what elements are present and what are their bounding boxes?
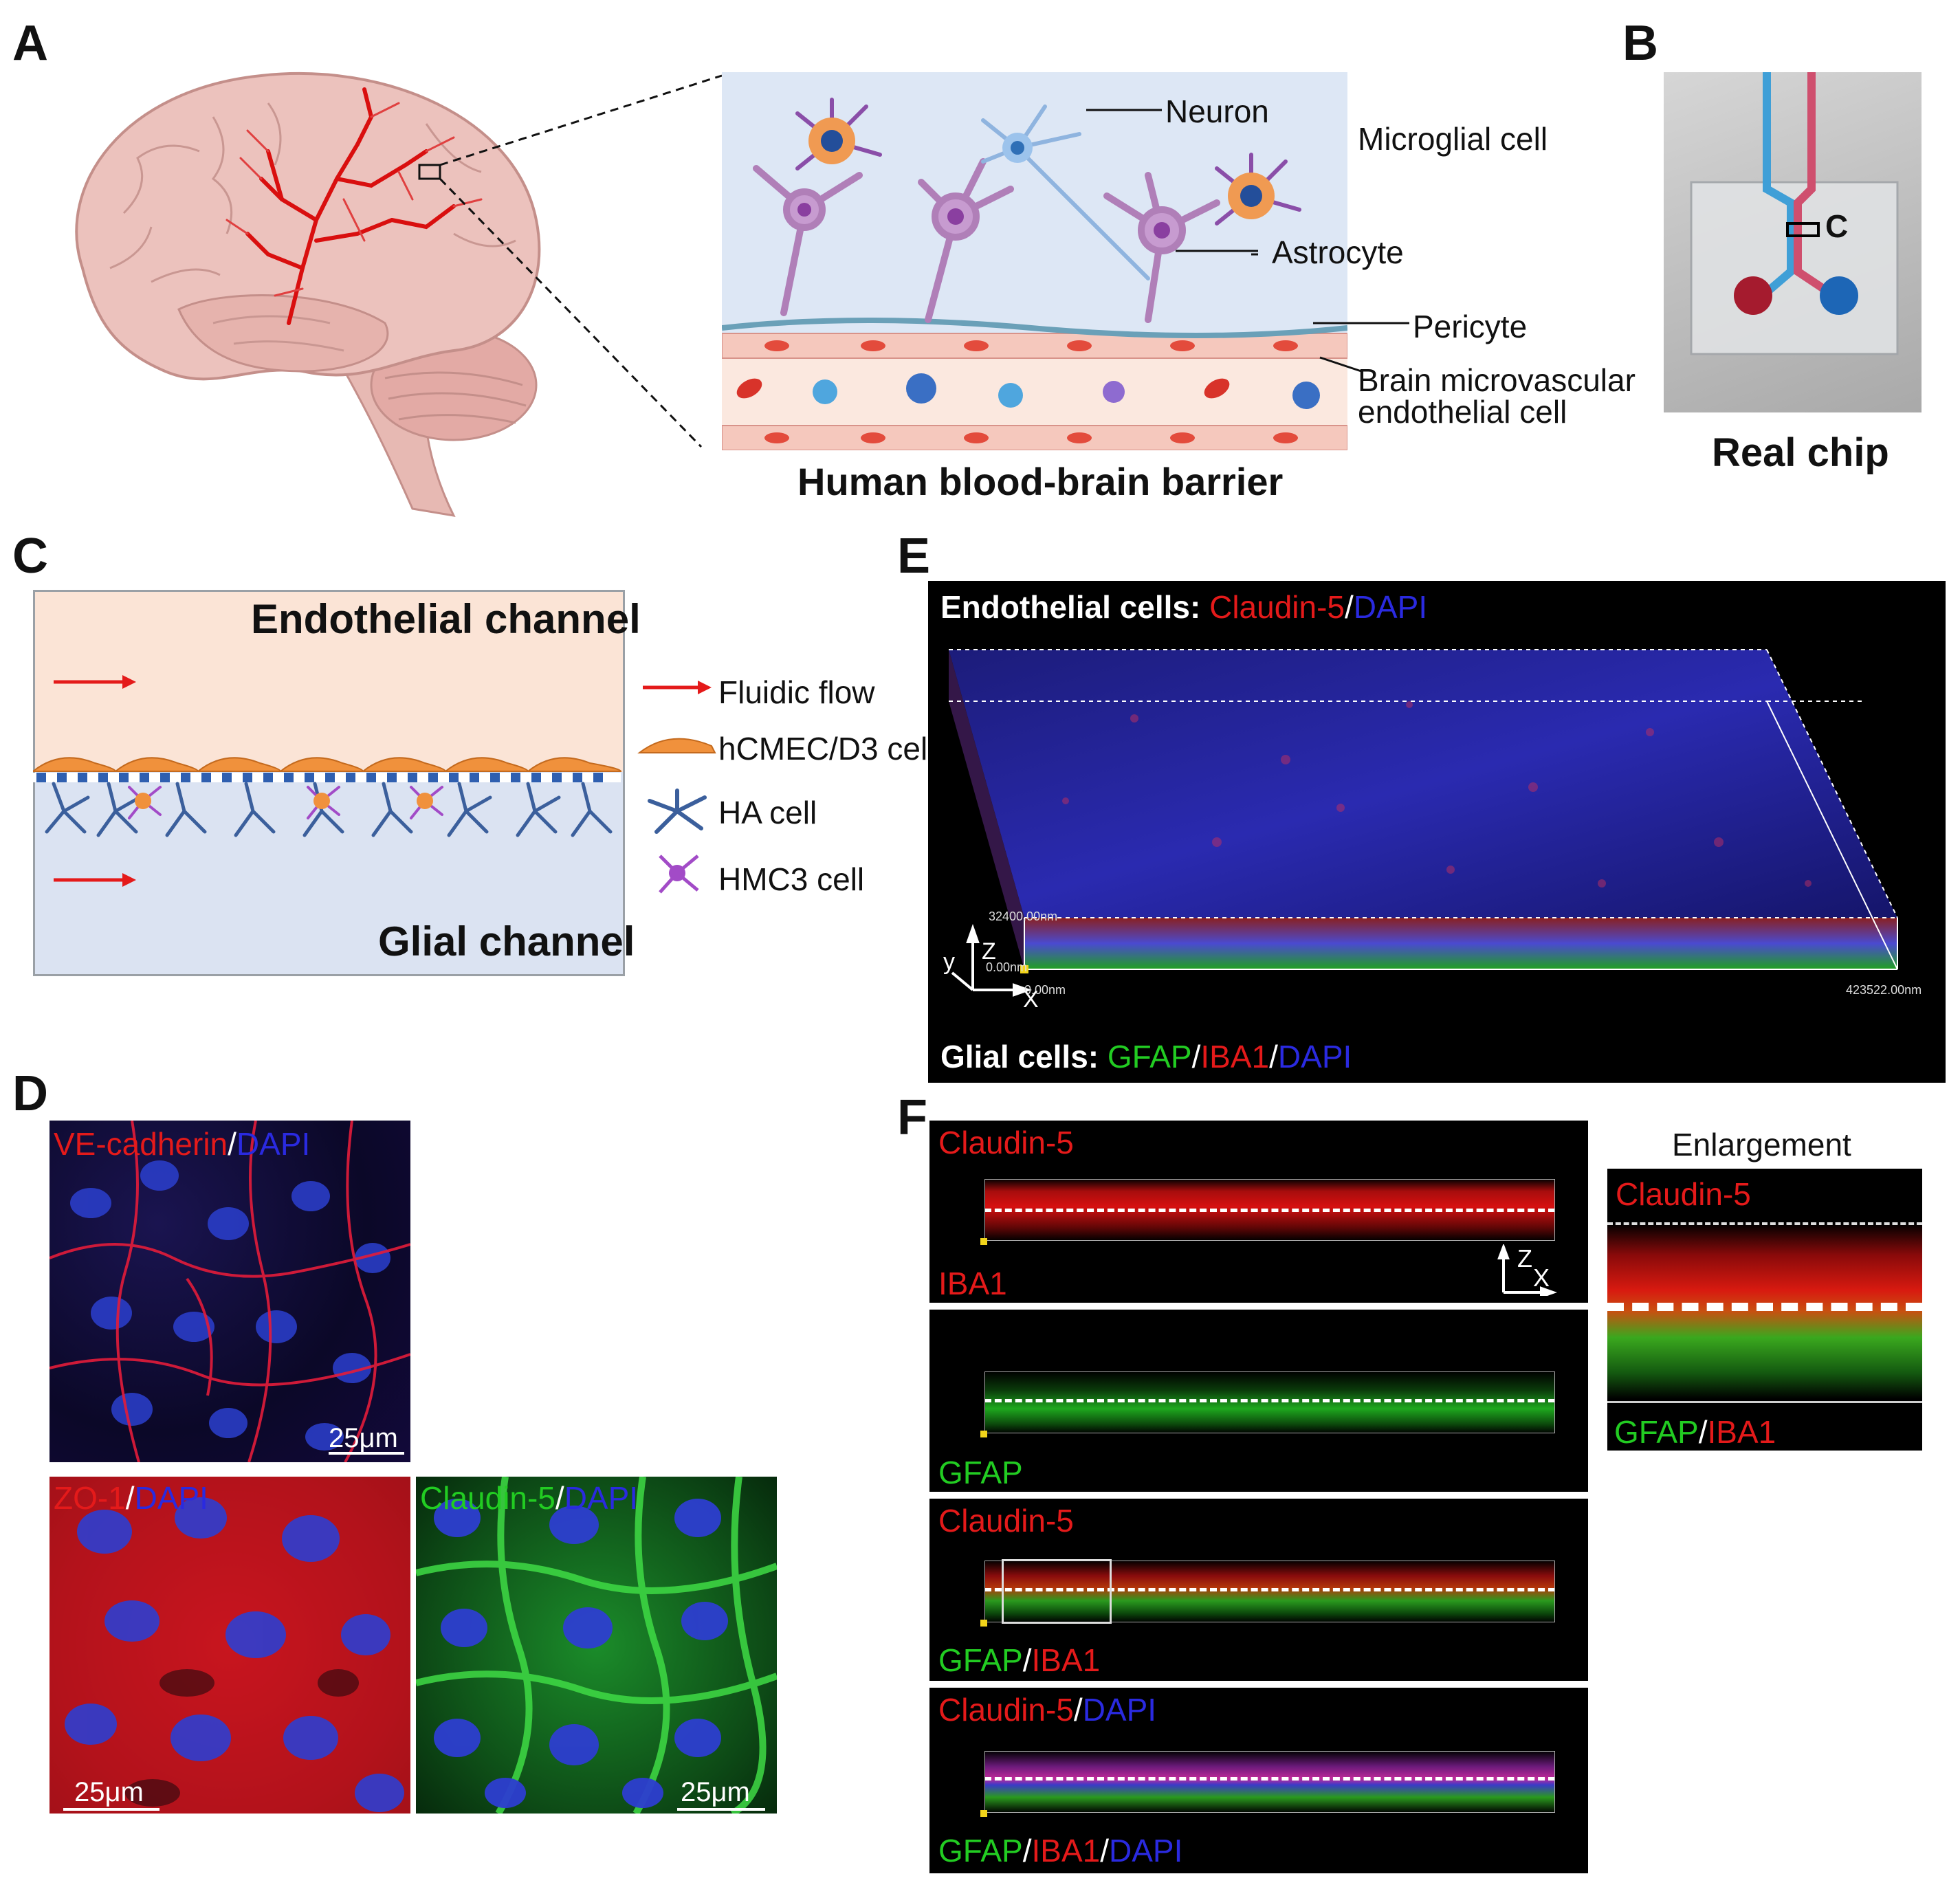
glial-channel-title: Glial channel	[378, 918, 635, 964]
panel-e-3d-render: 32400.00nm 0.00nm 0.00nm 423522.00nm y Z…	[928, 581, 1946, 1083]
legend-ha-cell: HA cell	[718, 795, 817, 830]
enlargement-panel	[1607, 1169, 1922, 1451]
axis-z-max: 32400.00nm	[989, 910, 1058, 923]
axis-x-max: 423522.00nm	[1846, 983, 1922, 997]
panel-a-leaders	[1086, 109, 1409, 373]
f-strip4-top-label: Claudin-5/DAPI	[938, 1692, 1157, 1728]
panel-letter-b: B	[1622, 16, 1658, 71]
axis-y-label: y	[943, 949, 955, 975]
stain-label-zo1: ZO-1/DAPI	[54, 1480, 208, 1516]
panel-e-bottom-label: Glial cells: GFAP/IBA1/DAPI	[940, 1039, 1352, 1074]
f-axis-z-label: Z	[1517, 1244, 1532, 1272]
f-strip2-bottom-label: GFAP	[938, 1455, 1023, 1490]
scale-label: 25μm	[74, 1777, 144, 1807]
chip-caption: Real chip	[1712, 430, 1889, 475]
f-strip4-bottom-label: GFAP/IBA1/DAPI	[938, 1833, 1183, 1869]
scale-bar	[329, 1452, 404, 1455]
enlargement-top-label: Claudin-5	[1616, 1176, 1751, 1212]
scale-label: 25μm	[681, 1777, 750, 1807]
label-neuron: Neuron	[1165, 93, 1269, 129]
bbb-schematic	[722, 72, 1347, 450]
label-microglial-cell: Microglial cell	[1358, 121, 1548, 157]
enlargement-bottom-label: GFAP/IBA1	[1614, 1414, 1776, 1450]
panel-letter-e: E	[897, 529, 931, 584]
scale-label: 25μm	[329, 1423, 398, 1453]
legend-fluidic-flow: Fluidic flow	[718, 674, 875, 710]
label-brain-microvascular: Brain microvascular	[1358, 362, 1636, 398]
axis-x-zero: 0.00nm	[1024, 983, 1066, 997]
micrograph-claudin5	[416, 1477, 777, 1814]
f-strip-merge-dapi	[929, 1688, 1588, 1873]
panel-letter-c: C	[12, 529, 48, 584]
micrograph-ve-cadherin	[49, 1121, 410, 1462]
label-endothelial-cell: endothelial cell	[1358, 394, 1567, 430]
stain-label-ve-cadherin: VE-cadherin/DAPI	[54, 1126, 311, 1162]
endothelial-channel-title: Endothelial channel	[251, 596, 641, 642]
legend-hmc3-cell: HMC3 cell	[718, 861, 865, 897]
chip-photo	[1664, 72, 1922, 412]
f-strip1-top-label: Claudin-5	[938, 1125, 1074, 1160]
bbb-title: Human blood-brain barrier	[797, 460, 1284, 503]
f-strip-merge	[929, 1499, 1588, 1681]
legend-hcmec-cell: hCMEC/D3 cell	[718, 731, 935, 767]
micrograph-zo1	[49, 1477, 410, 1814]
stain-label-claudin5: Claudin-5/DAPI	[420, 1480, 639, 1516]
panel-letter-a: A	[12, 16, 48, 71]
scale-bar	[677, 1808, 765, 1811]
brain-illustration	[75, 72, 541, 517]
chip-marker-c: C	[1825, 208, 1849, 244]
channel-cells	[33, 675, 622, 887]
f-strip3-top-label: Claudin-5	[938, 1503, 1074, 1539]
f-strip-iba1: Z X	[929, 1121, 1588, 1303]
f-strip3-bottom-label: GFAP/IBA1	[938, 1642, 1101, 1678]
f-axis-x-label: X	[1533, 1264, 1550, 1292]
zoom-lines	[418, 74, 723, 448]
panel-letter-d: D	[12, 1066, 48, 1121]
label-astrocyte: Astrocyte	[1272, 234, 1404, 270]
enlargement-title: Enlargement	[1672, 1127, 1851, 1162]
axis-z-label: Z	[982, 938, 996, 964]
f-strip1-bottom-label: IBA1	[938, 1266, 1007, 1301]
scale-bar	[63, 1808, 159, 1811]
panel-e-top-label: Endothelial cells: Claudin-5/DAPI	[940, 589, 1428, 625]
label-pericyte: Pericyte	[1413, 309, 1528, 344]
legend-icons	[637, 681, 716, 894]
panel-letter-f: F	[897, 1090, 927, 1145]
axis-x-label: X	[1023, 986, 1039, 1013]
f-strip-gfap	[929, 1310, 1588, 1492]
axis-z-zero: 0.00nm	[986, 960, 1028, 974]
